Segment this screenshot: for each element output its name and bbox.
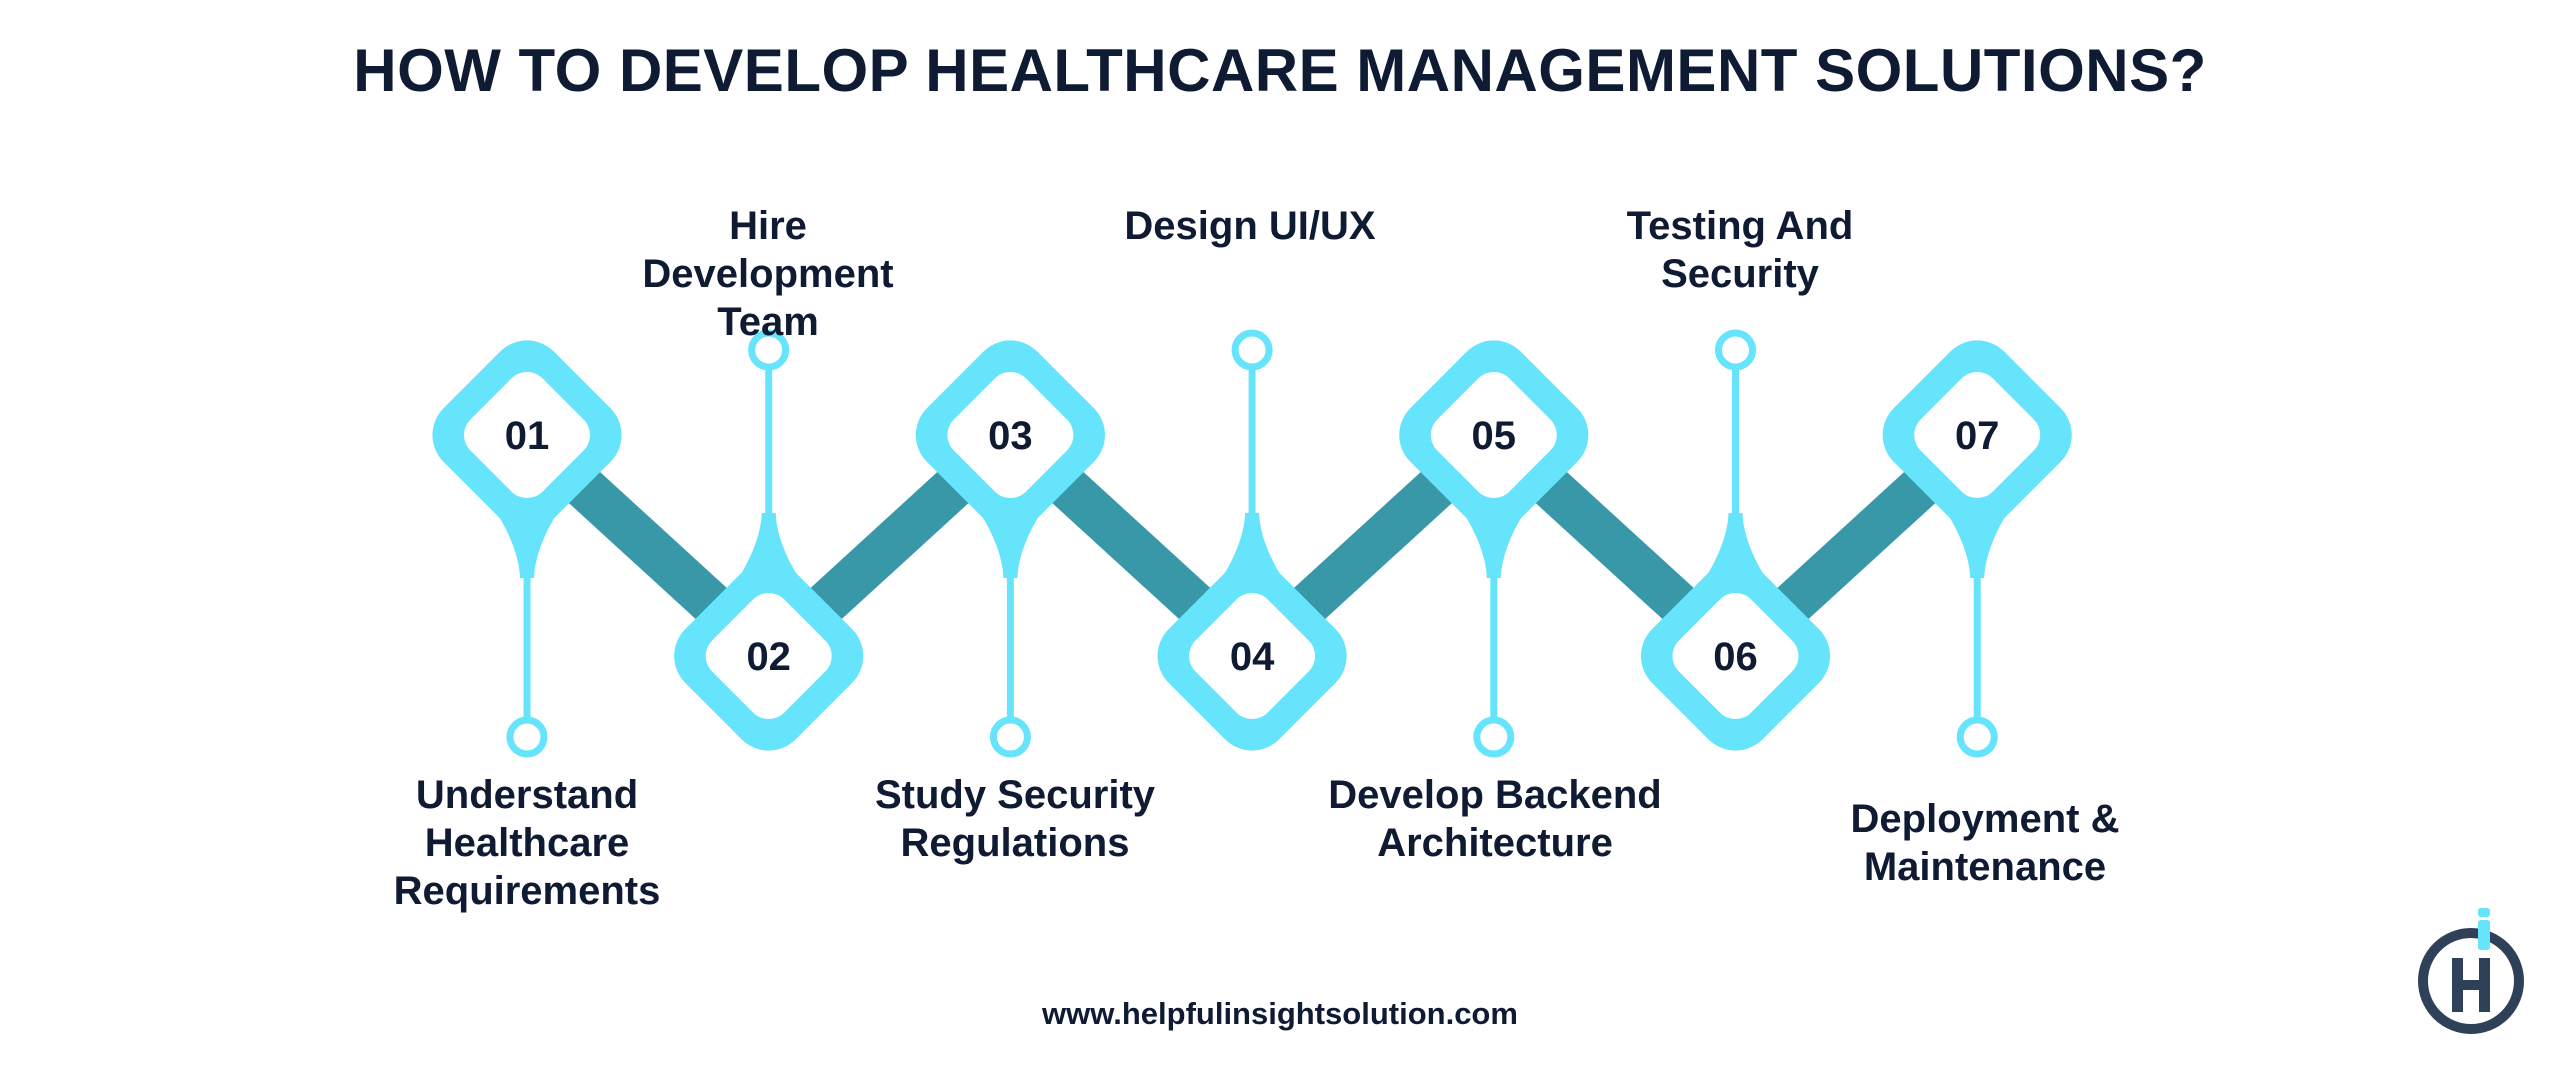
step-nodes: 01 02 03 04 05 06 07	[432, 329, 2072, 758]
step-number-04: 04	[1230, 635, 1275, 679]
stem-end-circle	[1715, 329, 1756, 371]
stem-end-circle	[506, 716, 548, 758]
step-number-07: 07	[1955, 414, 2000, 458]
diamond-inner	[1430, 371, 1557, 499]
diamond-inner	[705, 592, 832, 720]
step-label-02: Hire Development Team	[642, 204, 894, 344]
step-label-03: Study Security Regulations	[874, 773, 1156, 865]
step-node-03: 03	[915, 340, 1105, 758]
helpful-insight-logo-icon	[2418, 908, 2524, 1034]
stem-end-circle	[748, 329, 790, 371]
step-number-06: 06	[1713, 635, 1758, 679]
step-number-01: 01	[505, 414, 550, 458]
step-number-03: 03	[988, 414, 1033, 458]
step-number-02: 02	[746, 635, 791, 679]
step-label-05: Develop Backend Architecture	[1328, 773, 1662, 865]
page-title: HOW TO DEVELOP HEALTHCARE MANAGEMENT SOL…	[353, 37, 2207, 104]
stem-end-circle	[1473, 716, 1515, 758]
step-node-07: 07	[1882, 340, 2072, 758]
diamond-inner	[1189, 592, 1316, 720]
step-label-04: Design UI/UX	[1124, 204, 1376, 248]
diamond-inner	[1672, 592, 1799, 720]
step-number-05: 05	[1472, 414, 1517, 458]
step-label-01: Understand Healthcare Requirements	[393, 773, 661, 913]
step-node-01: 01	[432, 340, 622, 758]
step-label-07: Deployment & Maintenance	[1850, 797, 2120, 889]
stem-end-circle	[1956, 716, 1998, 758]
step-node-05: 05	[1399, 340, 1589, 758]
stem-end-circle	[1231, 329, 1273, 371]
step-node-06: 06	[1640, 329, 1831, 751]
website-url[interactable]: www.helpfulinsightsolution.com	[1042, 996, 1518, 1031]
stem-end-circle	[989, 716, 1031, 758]
step-label-06: Testing And Security	[1626, 204, 1854, 296]
step-node-04: 04	[1157, 329, 1347, 751]
step-node-02: 02	[674, 329, 864, 751]
diamond-inner	[463, 371, 591, 499]
diamond-inner	[1914, 371, 2041, 499]
diamond-inner	[947, 371, 1074, 499]
